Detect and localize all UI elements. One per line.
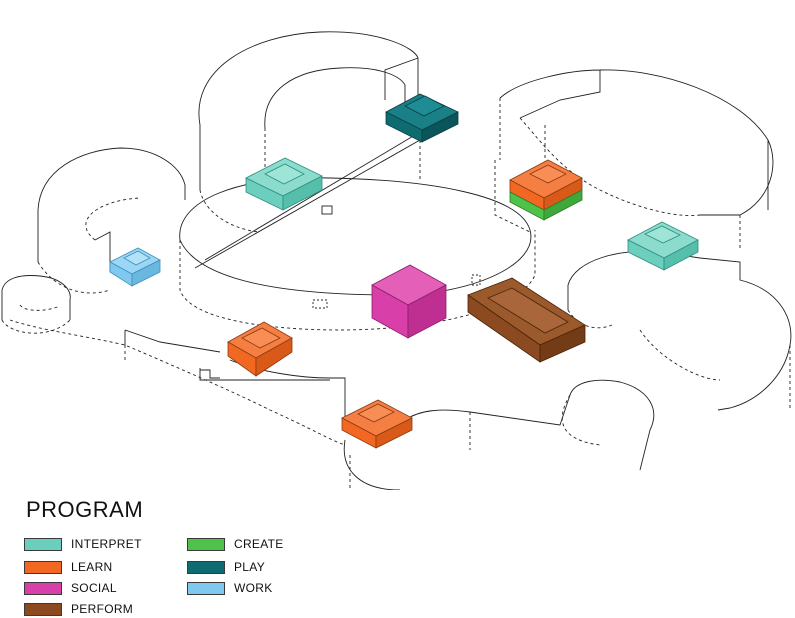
legend-label: WORK <box>234 581 273 595</box>
legend-swatch <box>187 581 225 595</box>
legend-label: PERFORM <box>71 602 134 616</box>
opening <box>471 274 481 286</box>
central-platform-hidden <box>179 140 536 331</box>
opening <box>312 299 328 309</box>
legend-item-interpret: INTERPRET <box>24 536 142 552</box>
central-platform <box>179 177 532 296</box>
legend-swatch <box>187 537 225 551</box>
legend-swatch <box>187 560 225 574</box>
legend-swatch <box>24 560 62 574</box>
legend-item-social: SOCIAL <box>24 580 117 596</box>
legend-label: SOCIAL <box>71 581 117 595</box>
wall-bottom-hidden <box>349 394 601 490</box>
wall-left <box>37 147 186 272</box>
legend-swatch <box>24 581 62 595</box>
wall-top-right-hidden <box>499 98 741 250</box>
legend-swatch <box>24 602 62 616</box>
corridor <box>194 114 446 269</box>
wall-bottom <box>343 379 655 490</box>
legend-item-play: PLAY <box>187 559 265 575</box>
legend-item-perform: PERFORM <box>24 601 133 617</box>
legend-label: INTERPRET <box>71 537 142 551</box>
wall-lower-left-hidden <box>9 319 346 446</box>
learn-block-1 <box>227 321 293 377</box>
legend-item-learn: LEARN <box>24 559 113 575</box>
stair <box>200 369 220 379</box>
wall-lower-left <box>124 329 346 420</box>
wall-far-left <box>1 275 71 320</box>
learn-create-block <box>509 159 583 221</box>
opening <box>321 205 333 215</box>
wall-top-center-hidden <box>199 100 419 233</box>
wall-right <box>567 250 792 411</box>
legend-label: PLAY <box>234 560 265 574</box>
wall-top-center <box>198 31 419 190</box>
social-block <box>371 264 447 339</box>
wall-left-hidden <box>37 197 141 294</box>
legend-item-work: WORK <box>187 580 273 596</box>
legend-swatch <box>24 537 62 551</box>
legend-item-create: CREATE <box>187 536 284 552</box>
axonometric-plan <box>1 31 792 490</box>
wall-far-left-hidden <box>1 304 71 334</box>
perform-block <box>467 277 586 363</box>
interpret-block-2 <box>627 221 699 271</box>
play-block <box>385 93 459 143</box>
wall-right-hidden <box>567 309 791 410</box>
legend-label: LEARN <box>71 560 113 574</box>
learn-block-2 <box>341 399 413 449</box>
work-block <box>109 247 161 287</box>
legend-title: PROGRAM <box>26 497 144 522</box>
interpret-block-1 <box>245 157 323 211</box>
legend-label: CREATE <box>234 537 284 551</box>
wall-top-right <box>499 69 774 216</box>
